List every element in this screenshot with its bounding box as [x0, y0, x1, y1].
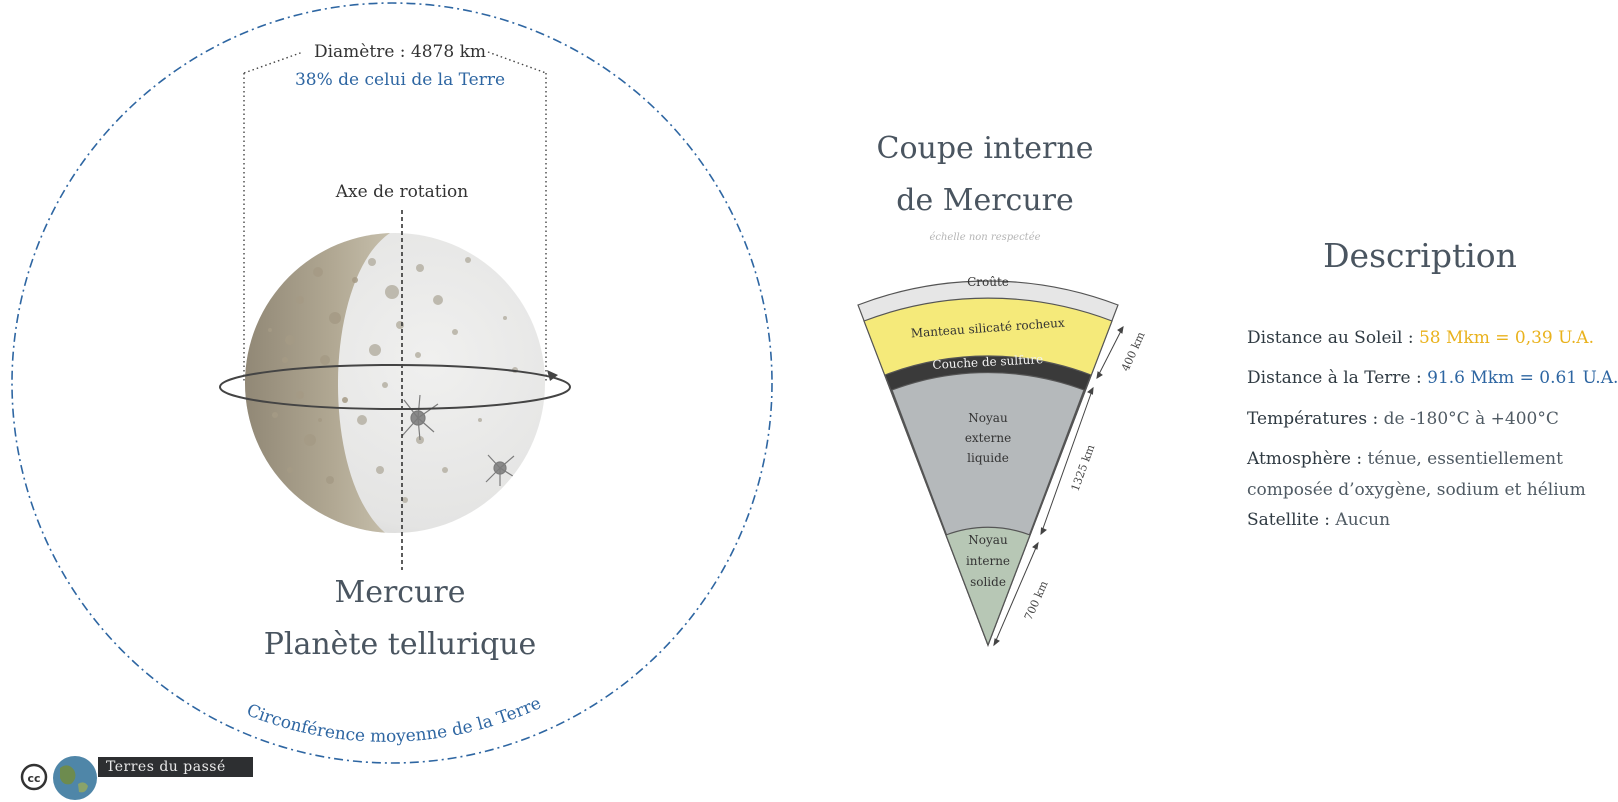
distance-sun-value: 58 Mkm = 0,39 U.A.: [1418, 328, 1594, 348]
outer-core-layer: [891, 372, 1085, 647]
description-title: Description: [1323, 236, 1517, 275]
distance-earth-value: 91.6 Mkm = 0.61 U.A.: [1427, 368, 1618, 388]
cross-section-title-2: de Mercure: [896, 183, 1074, 218]
mercury-planet: [219, 210, 571, 570]
outer-core-label-3: liquide: [967, 451, 1009, 465]
cross-section-wedge: [857, 280, 1119, 647]
temperature-label: Températures :: [1247, 409, 1384, 429]
inner-core-label-1: Noyau: [968, 533, 1008, 547]
outer-core-thickness-label: 1325 km: [1069, 442, 1098, 493]
atmosphere-value-2: composée d’oxygène, sodium et hélium: [1247, 480, 1586, 500]
temperature-value: de -180°C à +400°C: [1383, 409, 1559, 429]
rotation-orbit: [219, 364, 571, 410]
mantle-thickness-label: 400 km: [1119, 329, 1148, 373]
sulfide-label: Couche de sulfure: [932, 352, 1043, 372]
planet-name: Mercure: [334, 575, 465, 610]
axis-label: Axe de rotation: [335, 182, 469, 202]
distance-sun-row: Distance au Soleil : 58 Mkm = 0,39 U.A.: [1247, 328, 1594, 348]
satellite-row: Satellite : Aucun: [1247, 510, 1390, 530]
inner-core-label-3: solide: [970, 575, 1006, 589]
inner-core-label-2: interne: [966, 554, 1010, 568]
earth-circumference-circle: [11, 2, 773, 764]
inner-core-radius-label: 700 km: [1022, 578, 1051, 622]
temperature-row: Températures : de -180°C à +400°C: [1247, 409, 1559, 429]
credit-text: Terres du passé: [98, 757, 253, 777]
atmosphere-row: Atmosphère : ténue, essentiellement: [1247, 449, 1563, 469]
distance-sun-label: Distance au Soleil :: [1247, 328, 1419, 348]
earth-circumference-label: Circonférence moyenne de la Terre: [244, 693, 544, 747]
scale-note: échelle non respectée: [929, 232, 1040, 243]
rotation-arrow-icon: [547, 370, 558, 381]
satellite-label: Satellite :: [1247, 510, 1336, 530]
credit-logo: cc: [20, 756, 97, 800]
satellite-value: Aucun: [1335, 510, 1391, 530]
inner-core-layer: [945, 526, 1031, 647]
crust-label: Croûte: [967, 275, 1009, 289]
cc-license-icon: [20, 763, 48, 791]
dimension-arrows: [993, 326, 1124, 647]
cross-section-title-1: Coupe interne: [877, 131, 1094, 166]
distance-earth-row: Distance à la Terre : 91.6 Mkm = 0.61 U.…: [1247, 368, 1618, 388]
atmosphere-row-2: composée d’oxygène, sodium et hélium: [1247, 480, 1586, 500]
distance-earth-label: Distance à la Terre :: [1247, 368, 1428, 388]
diameter-bracket: [243, 51, 547, 383]
cc-license-text: cc: [27, 772, 40, 785]
atmosphere-label: Atmosphère :: [1247, 449, 1368, 469]
outer-core-label-2: externe: [965, 431, 1011, 445]
atmosphere-value-1: ténue, essentiellement: [1367, 449, 1563, 469]
diameter-label: Diamètre : 4878 km: [314, 42, 486, 62]
planet-type: Planète tellurique: [264, 627, 537, 662]
diameter-ratio-label: 38% de celui de la Terre: [295, 70, 505, 90]
outer-core-label-1: Noyau: [968, 411, 1008, 425]
